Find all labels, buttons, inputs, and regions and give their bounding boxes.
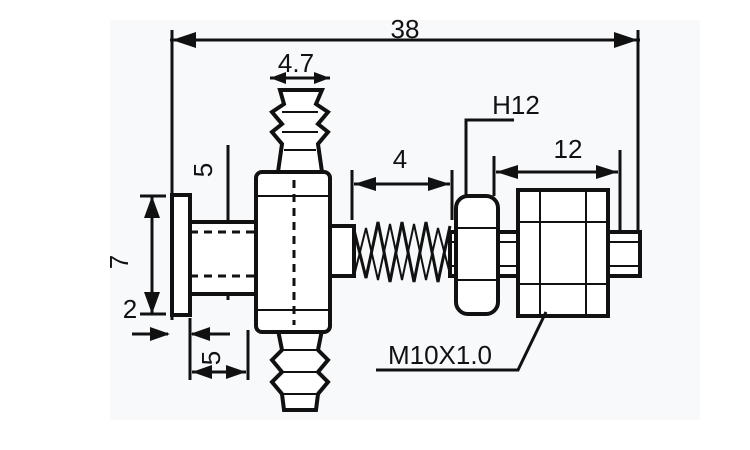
spring-coil-back (353, 223, 451, 281)
overall-arrow-right (614, 32, 638, 48)
thread-arrow-right (596, 165, 618, 179)
thread-arrow-left (496, 165, 518, 179)
fitting-width-arrow-right (314, 72, 330, 84)
spring-coil (352, 221, 452, 283)
spring-arrow-left (354, 177, 376, 191)
thread-length-label: 12 (554, 134, 583, 164)
spring-arrow-right (428, 177, 450, 191)
lock-nut (516, 188, 610, 318)
pad-height-arrow-up (144, 196, 160, 218)
nut-size-leader (464, 118, 514, 196)
body-offset-arrow-right (226, 365, 246, 379)
pad-height-arrow-down (144, 292, 160, 314)
thread-spec-leader (376, 311, 548, 372)
overall-length-label: 38 (391, 14, 420, 44)
pad-stem (188, 220, 258, 296)
fitting-width-arrow-left (270, 72, 286, 84)
fitting-width-label: 4.7 (278, 48, 314, 78)
body-height-label: 5 (188, 163, 218, 177)
lower-barb-fitting (269, 328, 331, 412)
spring-length-label: 4 (393, 144, 407, 174)
main-body (254, 170, 332, 334)
suction-pad (170, 193, 192, 317)
pad-thickness-label: 2 (123, 294, 137, 324)
body-offset-label: 5 (196, 351, 226, 365)
pad-thickness-arrow-left (150, 327, 170, 341)
spring-seat (328, 224, 356, 278)
pad-thickness-arrow-right (190, 327, 210, 341)
pad-height-label: 7 (104, 255, 134, 269)
hex-nut-h12 (454, 194, 500, 316)
thread-spec-label: M10X1.0 (388, 340, 492, 370)
nut-size-label: H12 (492, 90, 540, 120)
body-offset-arrow-left (192, 365, 212, 379)
overall-arrow-left (172, 32, 196, 48)
